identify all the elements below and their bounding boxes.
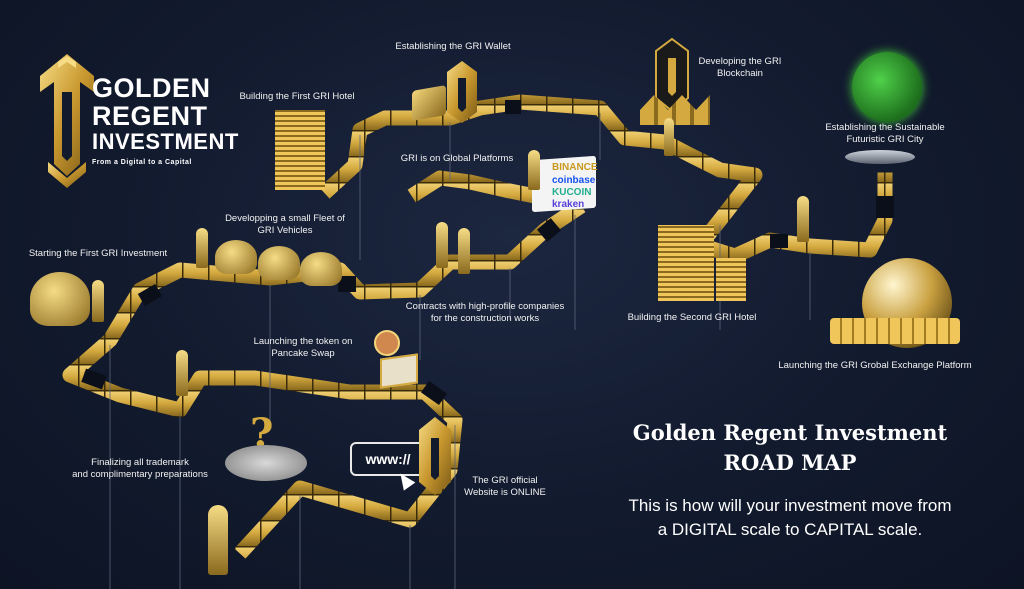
wallet-icon	[412, 85, 446, 121]
vehicle-icon-1	[215, 240, 257, 274]
figure-icon	[664, 118, 674, 156]
label-small-fleet: Developping a small Fleet of GRI Vehicle…	[225, 213, 345, 236]
second-hotel-building	[658, 225, 714, 301]
first-investment-vehicle	[30, 272, 90, 326]
label-developing-blockchain: Developing the GRI Blockchain	[698, 56, 782, 79]
label-establishing-wallet: Establishing the GRI Wallet	[395, 41, 511, 52]
logo-line-investment: INVESTMENT	[92, 129, 239, 154]
meeting-table	[225, 445, 307, 481]
logo-line-golden: GOLDEN	[92, 73, 211, 103]
road-segments	[62, 94, 893, 559]
label-second-hotel: Building the Second GRI Hotel	[627, 312, 757, 323]
label-website-online: The GRI official Website is ONLINE	[464, 475, 546, 498]
label-trademark: Finalizing all trademark and complimenta…	[72, 457, 208, 480]
kucoin-logo: KUCOIN	[552, 187, 592, 198]
label-contracts: Contracts with high-profile companies fo…	[405, 301, 565, 324]
logo-line-regent: REGENT	[92, 101, 208, 131]
city-globe-icon	[852, 52, 922, 122]
road-middle	[407, 170, 539, 204]
label-global-platforms: GRI is on Global Platforms	[400, 153, 514, 164]
figure-icon	[196, 228, 208, 268]
figure-icon	[436, 222, 448, 268]
city-platform	[845, 150, 915, 164]
gri-g-icon	[447, 61, 477, 123]
subtitle-line-2: a DIGITAL scale to CAPITAL scale.	[657, 520, 923, 539]
figure-icon	[528, 150, 540, 190]
vehicle-icon-3	[300, 252, 342, 286]
website-g-icon	[419, 417, 451, 495]
label-sustainable-city: Establishing the Sustainable Futuristic …	[825, 122, 945, 145]
figure-icon	[92, 280, 104, 322]
figure-icon	[176, 350, 188, 396]
kraken-logo: kraken	[552, 199, 585, 210]
first-hotel-building	[275, 110, 325, 190]
second-hotel-annex	[716, 258, 746, 301]
label-exchange-platform: Launching the GRI Grobal Exchange Platfo…	[778, 360, 972, 371]
vehicle-icon-2	[258, 246, 300, 280]
figure-icon	[797, 196, 809, 242]
gri-logo-icon	[40, 54, 94, 188]
gold-coins-icon	[830, 318, 960, 344]
headline-roadmap: ROAD MAP	[723, 450, 857, 475]
headline-title: Golden Regent Investment	[632, 420, 948, 445]
figure-icon	[458, 228, 470, 274]
binance-logo: BINANCE	[552, 162, 598, 173]
label-pancake-swap: Launching the token on Pancake Swap	[253, 336, 353, 359]
road-upper	[319, 94, 893, 264]
website-url-box: www://	[350, 442, 426, 476]
road-dark-tiles	[81, 100, 894, 406]
road-lower	[62, 199, 586, 559]
figure-icon	[208, 505, 228, 575]
label-first-hotel: Building the First GRI Hotel	[239, 91, 355, 102]
subtitle-line-1: This is how will your investment move fr…	[628, 496, 952, 515]
pancake-swap-icon	[374, 330, 400, 356]
label-first-investment: Starting the First GRI Investment	[28, 248, 168, 259]
pancake-laptop	[380, 353, 418, 389]
coinbase-logo: coinbase	[552, 175, 596, 186]
logo-tagline: From a Digital to a Capital	[92, 159, 192, 166]
